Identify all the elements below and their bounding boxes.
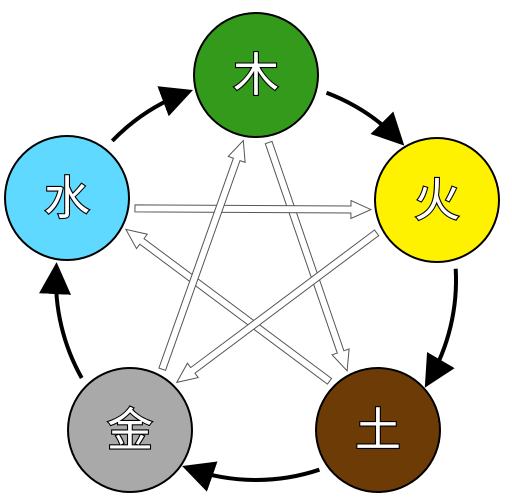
node-fire-circle: [374, 137, 500, 263]
controlling-arrow-fire-metal: [175, 229, 380, 384]
node-wood-label: 木: [233, 48, 279, 102]
node-fire-label: 火: [414, 173, 460, 227]
node-metal: 金: [67, 367, 193, 493]
node-wood-circle: [193, 12, 319, 138]
generating-arrow-metal-water: [39, 262, 84, 379]
generating-cycle: [39, 86, 459, 492]
controlling-arrow-wood-earth: [264, 140, 350, 372]
node-water-label: 水: [44, 171, 90, 225]
node-water-circle: [4, 135, 130, 261]
node-metal-label: 金: [107, 403, 153, 457]
node-wood: 木: [193, 12, 319, 138]
node-earth-circle: [315, 367, 441, 493]
generating-arrow-earth-metal: [182, 461, 321, 492]
node-metal-circle: [67, 367, 193, 493]
node-fire: 火: [374, 137, 500, 263]
controlling-arrow-metal-wood: [158, 139, 246, 372]
generating-arrow-water-wood: [110, 86, 193, 143]
node-water: 水: [4, 135, 130, 261]
controlling-cycle: [124, 139, 380, 385]
controlling-arrow-water-fire: [134, 199, 373, 220]
node-earth-label: 土: [355, 403, 401, 457]
generating-arrow-wood-fire: [325, 90, 405, 146]
generating-arrow-fire-earth: [424, 268, 459, 388]
node-earth: 土: [315, 367, 441, 493]
controlling-arrow-earth-water: [124, 228, 333, 385]
